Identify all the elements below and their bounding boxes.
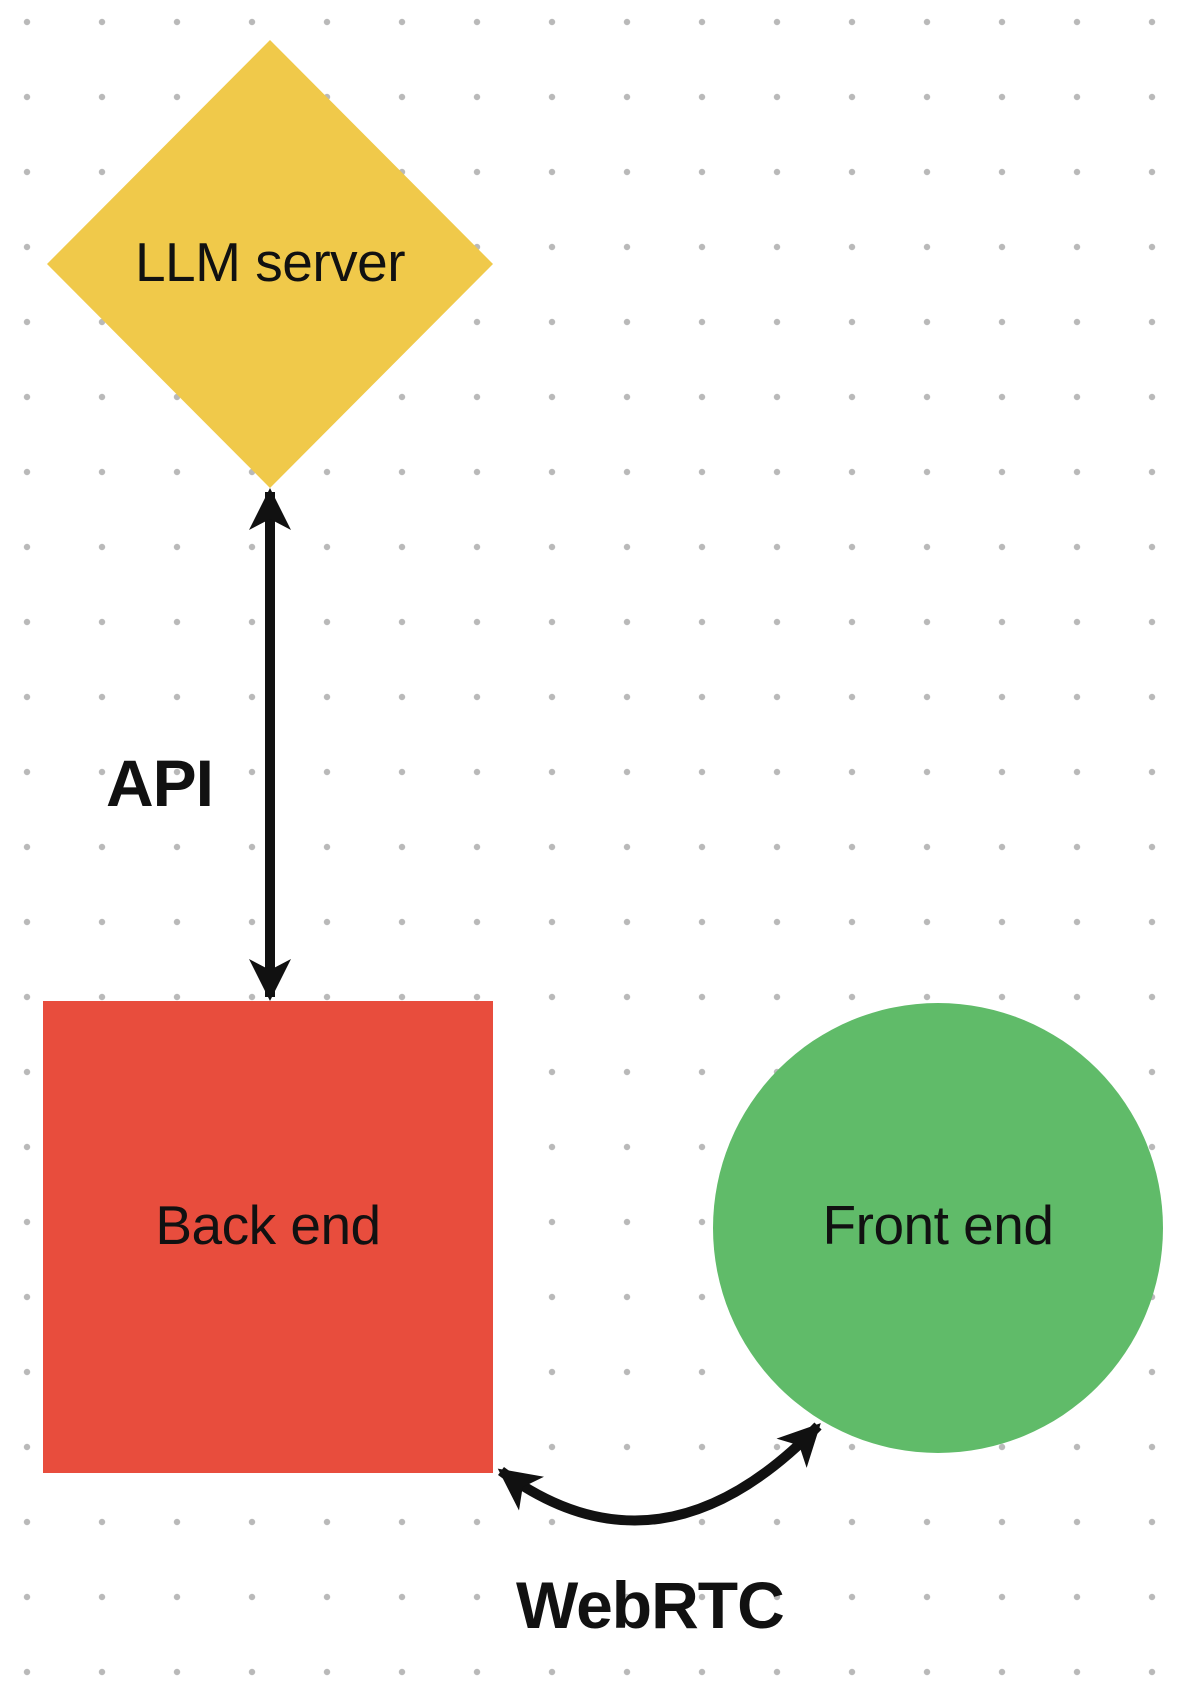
edge-webrtc-arrow[interactable] — [497, 1422, 822, 1526]
edge-api-label: API — [106, 746, 213, 820]
node-llm-server-label: LLM server — [135, 231, 405, 293]
node-front-end[interactable] — [713, 1003, 1163, 1453]
node-back-end-label: Back end — [155, 1194, 380, 1256]
edge-webrtc-label: WebRTC — [516, 1568, 784, 1642]
node-front-end-label: Front end — [823, 1194, 1054, 1256]
node-llm-server[interactable] — [47, 40, 493, 488]
node-back-end[interactable] — [43, 1001, 493, 1473]
